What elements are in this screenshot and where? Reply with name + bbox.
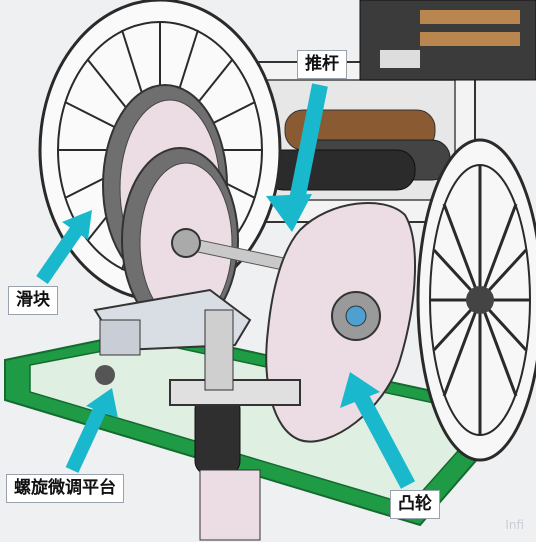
label-push-rod: 推杆 bbox=[297, 50, 347, 80]
cam-disc bbox=[265, 202, 417, 443]
arrow-tulun bbox=[340, 372, 416, 489]
label-slider: 滑块 bbox=[8, 286, 58, 316]
arrow-luoxuan bbox=[65, 388, 118, 473]
screw-stage bbox=[95, 309, 301, 541]
circuit-board bbox=[359, 0, 536, 81]
label-cam: 凸轮 bbox=[390, 490, 440, 520]
battery-pack bbox=[264, 109, 451, 191]
shaft-hub bbox=[171, 228, 201, 258]
arrow-huakuai bbox=[36, 210, 92, 284]
label-screw-stage: 螺旋微调平台 bbox=[6, 474, 124, 504]
watermark: Infi bbox=[505, 518, 524, 532]
right-wheel bbox=[416, 138, 536, 462]
arrow-tuigan bbox=[266, 83, 328, 232]
